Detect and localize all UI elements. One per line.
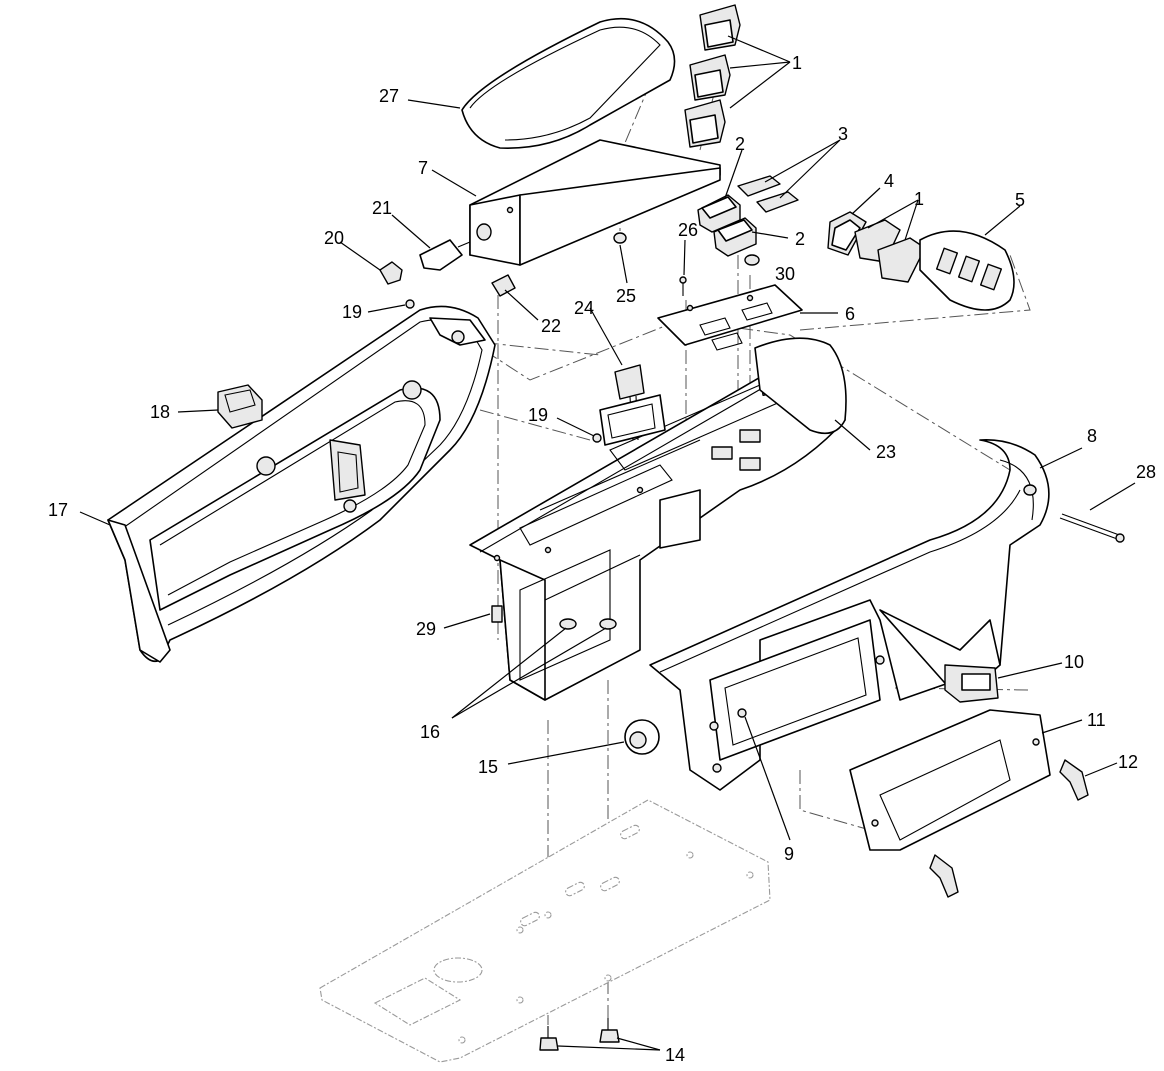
callout-26: 26 (678, 220, 698, 240)
callout-19-left: 19 (342, 302, 362, 322)
screws (405, 299, 602, 443)
storage-box (469, 139, 721, 266)
callout-23: 23 (876, 442, 896, 462)
right-switch-group (827, 211, 1015, 311)
grommet (624, 719, 660, 755)
pivot-pin (1059, 513, 1125, 543)
callout-28: 28 (1136, 462, 1156, 482)
callout-1-right: 1 (914, 189, 924, 209)
rocker-switches (679, 175, 799, 296)
callout-4: 4 (884, 171, 894, 191)
callout-27: 27 (379, 86, 399, 106)
side-panel-left (107, 305, 496, 663)
callout-8: 8 (1087, 426, 1097, 446)
armrest-lid (461, 18, 676, 149)
bolts-nuts (491, 605, 620, 1051)
callout-22: 22 (541, 316, 561, 336)
callout-14: 14 (665, 1045, 685, 1065)
access-door (849, 709, 1051, 851)
callout-1-top: 1 (792, 53, 802, 73)
switch-panel-cover (754, 337, 847, 435)
callout-30: 30 (775, 264, 795, 284)
callout-15: 15 (478, 757, 498, 777)
callout-16: 16 (420, 722, 440, 742)
callout-9: 9 (784, 844, 794, 864)
leader-lines (79, 35, 1136, 1051)
callout-11: 11 (1087, 710, 1106, 730)
box-hardware (379, 232, 627, 297)
callout-12: 12 (1118, 752, 1138, 772)
callout-2-upper: 2 (735, 134, 745, 154)
callout-5: 5 (1015, 190, 1025, 210)
callout-10: 10 (1064, 652, 1084, 672)
shift-lever (599, 364, 666, 446)
retainer-clip (217, 384, 263, 429)
power-outlet (944, 664, 999, 703)
switch-modules-stack (684, 4, 741, 148)
callout-21: 21 (372, 198, 392, 218)
base-plate (319, 799, 771, 1063)
callout-7: 7 (418, 158, 428, 178)
mounting-plate (657, 284, 803, 351)
callout-19-center: 19 (528, 405, 548, 425)
callout-18: 18 (150, 402, 170, 422)
callout-17: 17 (48, 500, 68, 520)
callout-25: 25 (616, 286, 636, 306)
callout-2-lower: 2 (795, 229, 805, 249)
callout-labels: 1 1 2 2 3 4 5 6 7 8 9 10 11 12 14 15 16 … (48, 53, 1156, 1065)
stud (737, 708, 747, 718)
callout-29: 29 (416, 619, 436, 639)
callout-3: 3 (838, 124, 848, 144)
door-knobs (929, 759, 1089, 898)
callout-6: 6 (845, 304, 855, 324)
callout-20: 20 (324, 228, 344, 248)
callout-24: 24 (574, 298, 594, 318)
